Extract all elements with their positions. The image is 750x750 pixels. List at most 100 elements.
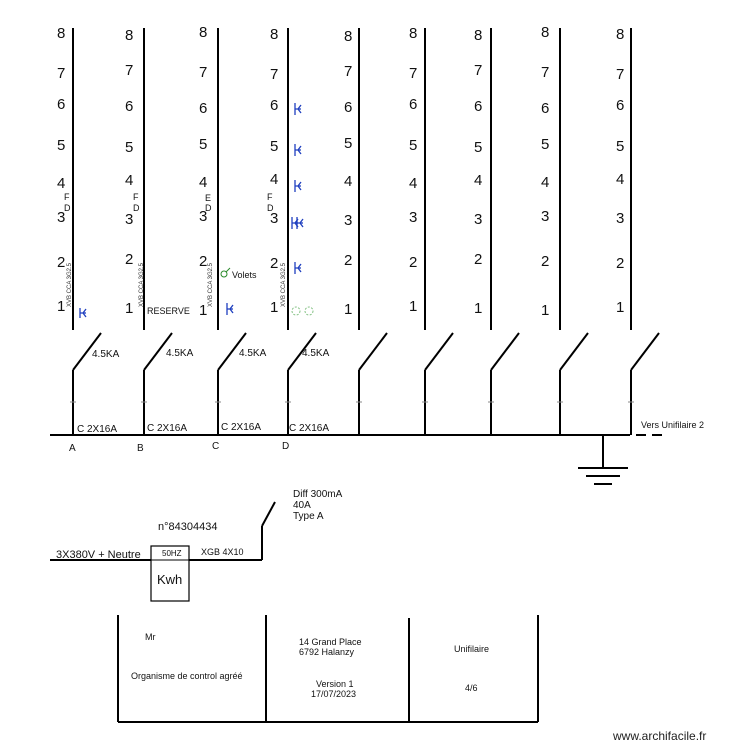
light-icon bbox=[291, 306, 314, 316]
row-label: 1 bbox=[474, 300, 482, 317]
meter-box bbox=[150, 545, 190, 602]
circuit-columns: 1 2 3 4 5 6 7 8 1 2 3 4 5 6 7 8 1 2 3 4 5 6 7 8 1 2 3 4 5 6 7 8 1 2 3 4 5 6 7 8… bbox=[57, 24, 660, 435]
switch-icon bbox=[287, 332, 317, 371]
row-label: 2 bbox=[125, 251, 133, 268]
row-label: 6 bbox=[57, 96, 65, 113]
row-label: 4 bbox=[344, 173, 352, 190]
mark-d-a: D bbox=[64, 203, 71, 213]
row-label: 5 bbox=[57, 137, 65, 154]
row-label: 6 bbox=[344, 99, 352, 116]
rating-c: 4.5KA bbox=[239, 348, 267, 359]
row-label: 2 bbox=[474, 251, 482, 268]
row-label: 7 bbox=[344, 63, 352, 80]
row-label: 6 bbox=[541, 100, 549, 117]
row-label: 5 bbox=[409, 137, 417, 154]
row-label: 6 bbox=[616, 97, 624, 114]
row-label: 2 bbox=[270, 255, 278, 272]
mark-f-d: F bbox=[267, 192, 273, 202]
row-label: 7 bbox=[409, 65, 417, 82]
ground-icon bbox=[578, 435, 628, 485]
row-label: 4 bbox=[474, 172, 482, 189]
switch-icon bbox=[490, 332, 520, 371]
mark-d-b: D bbox=[133, 203, 140, 213]
switch-icon bbox=[143, 332, 173, 371]
switch-icon bbox=[559, 332, 589, 371]
meter-number: n°84304434 bbox=[158, 521, 217, 533]
row-label: 6 bbox=[199, 100, 207, 117]
row-label: 5 bbox=[199, 136, 207, 153]
mark-d-d: D bbox=[267, 203, 274, 213]
mark-f-a: F bbox=[64, 192, 70, 202]
row-label: 5 bbox=[474, 139, 482, 156]
row-label: 8 bbox=[409, 25, 417, 42]
supply-cable: XGB 4X10 bbox=[201, 547, 244, 557]
breaker-c: C 2X16A bbox=[221, 422, 261, 433]
row-label: 1 bbox=[541, 302, 549, 319]
row-label: 5 bbox=[541, 136, 549, 153]
cable-a: XVB CCA 3G2.5 bbox=[67, 262, 73, 307]
rating-b: 4.5KA bbox=[166, 348, 194, 359]
switch-icon bbox=[358, 332, 388, 371]
cable-d: XVB CCA 3G2.5 bbox=[281, 262, 287, 307]
row-label: 7 bbox=[541, 64, 549, 81]
row-label: 4 bbox=[57, 175, 65, 192]
circuit-letter-c: C bbox=[212, 441, 219, 452]
row-label: 4 bbox=[199, 174, 207, 191]
volets-icon bbox=[220, 267, 231, 278]
meter-frequency: 50HZ bbox=[162, 549, 182, 558]
row-label: 1 bbox=[125, 300, 133, 317]
row-label: 8 bbox=[616, 26, 624, 43]
version-label: Version 1 bbox=[316, 679, 354, 689]
switch-icon bbox=[72, 332, 102, 371]
row-label: 8 bbox=[270, 26, 278, 43]
row-label: 2 bbox=[409, 254, 417, 271]
vers-unifilaire-label: Vers Unifilaire 2 bbox=[641, 420, 704, 430]
address-line-2: 6792 Halanzy bbox=[299, 647, 355, 657]
row-label: 3 bbox=[57, 209, 65, 226]
watermark: www.archifacile.fr bbox=[612, 729, 706, 743]
row-label: 7 bbox=[199, 64, 207, 81]
doc-type-label: Unifilaire bbox=[454, 644, 489, 654]
row-label: 1 bbox=[616, 299, 624, 316]
row-label: 4 bbox=[125, 172, 133, 189]
supply-line-label: 3X380V + Neutre bbox=[56, 549, 141, 561]
row-label: 8 bbox=[344, 28, 352, 45]
row-label: 2 bbox=[199, 253, 207, 270]
row-label: 5 bbox=[125, 139, 133, 156]
switch-icon bbox=[630, 332, 660, 371]
row-label: 3 bbox=[125, 211, 133, 228]
cable-c: XVB CCA 3G2.5 bbox=[208, 262, 214, 307]
diff-line-3: Type A bbox=[293, 511, 324, 522]
rating-a: 4.5KA bbox=[92, 349, 120, 360]
cable-b: XVB CCA 3G2.5 bbox=[139, 262, 145, 307]
reserve-label: RESERVE bbox=[147, 306, 190, 316]
row-label: 2 bbox=[616, 255, 624, 272]
row-label: 8 bbox=[199, 24, 207, 41]
row-label: 7 bbox=[125, 62, 133, 79]
row-label: 1 bbox=[344, 301, 352, 318]
row-label: 8 bbox=[125, 27, 133, 44]
row-label: 1 bbox=[270, 299, 278, 316]
row-label: 3 bbox=[344, 212, 352, 229]
row-label: 3 bbox=[270, 210, 278, 227]
row-label: 6 bbox=[474, 98, 482, 115]
row-label: 8 bbox=[541, 24, 549, 41]
socket-icon bbox=[79, 103, 304, 318]
date-label: 17/07/2023 bbox=[311, 689, 356, 699]
organisme-label: Organisme de control agréé bbox=[131, 671, 243, 681]
address-line-1: 14 Grand Place bbox=[299, 637, 362, 647]
row-label: 2 bbox=[57, 254, 65, 271]
row-label: 5 bbox=[270, 138, 278, 155]
row-label: 6 bbox=[270, 97, 278, 114]
row-label: 4 bbox=[616, 171, 624, 188]
row-label: 5 bbox=[616, 138, 624, 155]
row-label: 7 bbox=[270, 66, 278, 83]
breaker-a: C 2X16A bbox=[77, 424, 117, 435]
row-label: 3 bbox=[616, 210, 624, 227]
circuit-letter-a: A bbox=[69, 443, 76, 454]
row-label: 3 bbox=[541, 208, 549, 225]
row-label: 1 bbox=[199, 302, 207, 319]
switch-icon bbox=[424, 332, 454, 371]
row-label: 6 bbox=[125, 98, 133, 115]
